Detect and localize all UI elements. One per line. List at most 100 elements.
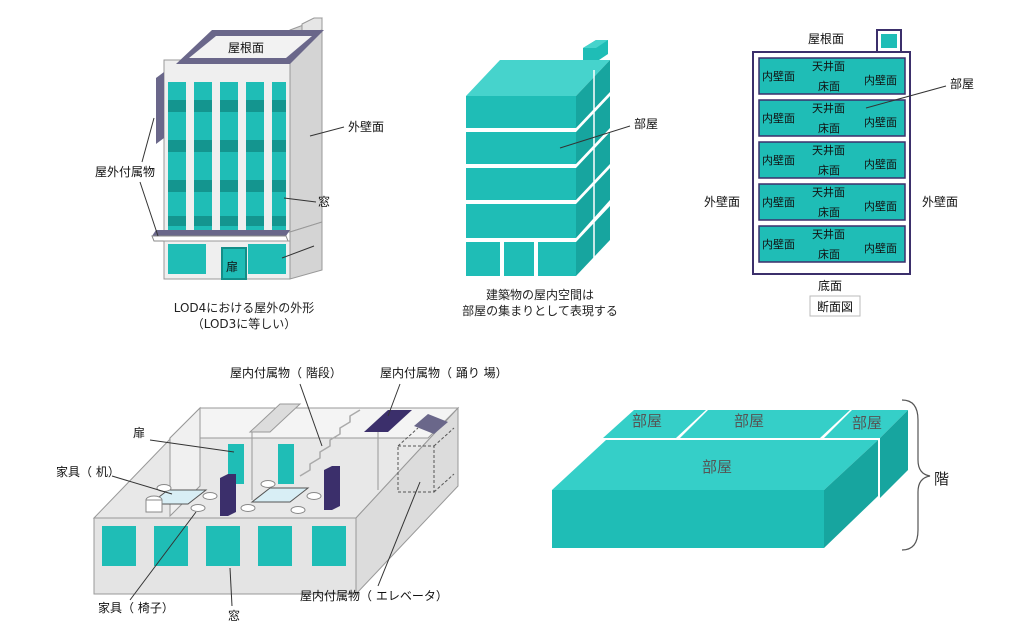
front-window — [312, 526, 346, 566]
mullion — [264, 82, 272, 234]
floor-top — [466, 60, 610, 96]
entrance-door — [221, 247, 247, 280]
floor-room-main-label: 部屋 — [702, 458, 732, 476]
chair — [190, 504, 206, 512]
floor-label: 床面 — [818, 79, 840, 93]
chair — [290, 506, 306, 514]
exterior-caption-1: LOD4における屋外の外形 — [174, 301, 315, 315]
window-column — [194, 82, 212, 234]
window-column — [220, 82, 238, 234]
ground-side — [289, 221, 323, 280]
ceiling-label: 天井面 — [812, 227, 845, 241]
attachment-leader-top — [141, 117, 155, 163]
desk — [250, 487, 310, 503]
section-bottom-label: 底面 — [818, 278, 842, 293]
section-room — [758, 57, 906, 95]
section-room-label: 部屋 — [950, 76, 974, 91]
ground-window — [168, 244, 206, 274]
inner-wall-right: 内壁面 — [864, 199, 897, 213]
chair — [260, 480, 276, 488]
upper-room-mid — [680, 410, 850, 438]
window-column — [272, 82, 286, 234]
section-diagram: 内壁面 天井面 床面 内壁面 内壁面 天井面 床面 内壁面 内壁面 天井面 床面… — [704, 29, 974, 317]
floor-front — [466, 96, 576, 128]
rooms-caption-2: 部屋の集まりとして表現する — [462, 303, 618, 318]
floor-band — [168, 100, 286, 112]
floor-side — [576, 60, 610, 128]
floor-room-left-label: 部屋 — [632, 412, 662, 430]
section-row: 内壁面 天井面 床面 内壁面 — [758, 99, 906, 137]
door-leader-interior — [149, 439, 235, 453]
canopy-attachment — [152, 230, 290, 236]
floor-label: 床面 — [818, 205, 840, 219]
landing-label: 屋内付属物（ 踊り 場） — [380, 366, 508, 380]
window-label: 窓 — [318, 194, 330, 209]
door-label: 扉 — [226, 260, 238, 274]
main-room-top — [552, 440, 878, 490]
section-room — [758, 183, 906, 221]
floor-band — [168, 216, 286, 226]
room-block — [538, 242, 576, 276]
elevator-label: 屋内付属物（ エレベータ） — [300, 589, 448, 603]
inner-wall-left: 内壁面 — [762, 237, 795, 251]
section-roof-label: 屋根面 — [808, 32, 844, 46]
chair-leader — [129, 511, 197, 601]
inner-wall-right: 内壁面 — [864, 73, 897, 87]
door-label-interior: 扉 — [133, 426, 145, 440]
elevator-leader — [377, 481, 421, 587]
room-block — [466, 242, 500, 276]
window-leader — [283, 197, 317, 203]
exterior-caption-2: （LOD3に等しい） — [192, 317, 297, 331]
room-label: 部屋 — [634, 116, 658, 131]
floor-side — [576, 206, 610, 276]
inner-wall-left: 内壁面 — [762, 195, 795, 209]
section-title: 断面図 — [817, 299, 853, 314]
landing — [364, 410, 412, 432]
chair — [240, 504, 256, 512]
inner-wall-left: 内壁面 — [762, 153, 795, 167]
roof-label: 屋根面 — [228, 41, 264, 55]
window-leader-interior — [229, 567, 233, 607]
mullion — [186, 82, 194, 234]
section-room-leader — [865, 85, 947, 109]
ceiling-label: 天井面 — [812, 143, 845, 157]
main-room-front — [552, 490, 824, 548]
inner-wall-right: 内壁面 — [864, 241, 897, 255]
inner-wall-right: 内壁面 — [864, 115, 897, 129]
chair — [202, 492, 218, 500]
front-window — [206, 526, 240, 566]
floor-front — [466, 168, 576, 200]
floor-front — [466, 204, 576, 238]
window-column — [246, 82, 264, 234]
upper-room-left — [603, 410, 706, 438]
ground-window — [248, 244, 286, 274]
window-column — [168, 82, 186, 234]
exterior-building: 屋根面 外壁面 屋外付属物 窓 扉 LOD4における屋外の外形 （LOD3に等し… — [95, 17, 384, 331]
window-label-interior: 窓 — [228, 608, 240, 623]
section-row: 内壁面 天井面 床面 内壁面 — [758, 225, 906, 263]
attachment-leader-bottom — [139, 181, 159, 237]
chair — [306, 492, 322, 500]
section-row: 内壁面 天井面 床面 内壁面 — [758, 57, 906, 95]
interior-view: 屋内付属物（ 階段） 屋内付属物（ 踊り 場） 扉 家具（ 机） 家具（ 椅子）… — [56, 365, 508, 623]
inner-wall-left: 内壁面 — [762, 69, 795, 83]
floor-block: 部屋 部屋 部屋 部屋 階 — [552, 399, 949, 551]
chairs — [145, 480, 322, 514]
room-leader — [559, 125, 631, 149]
chair-label: 家具（ 椅子） — [98, 600, 174, 615]
inner-wall-right: 内壁面 — [864, 157, 897, 171]
floor-stack — [466, 60, 610, 276]
stairs-leader — [299, 383, 323, 447]
rooms-block: 部屋 建築物の屋内空間は 部屋の集まりとして表現する — [462, 40, 658, 318]
door-leader — [281, 245, 315, 259]
outer-wall-leader — [309, 126, 345, 137]
floor-label: 床面 — [818, 247, 840, 261]
signboard-attachment — [156, 72, 164, 144]
rooms-caption-1: 建築物の屋内空間は — [486, 287, 594, 302]
section-outer-wall-left: 外壁面 — [704, 194, 740, 209]
section-outer-wall-right: 外壁面 — [922, 194, 958, 209]
floor-room-mid-label: 部屋 — [734, 412, 764, 430]
attachment-label: 屋外付属物 — [95, 165, 155, 179]
outer-wall-label: 外壁面 — [348, 119, 384, 134]
floor-front — [466, 132, 576, 164]
